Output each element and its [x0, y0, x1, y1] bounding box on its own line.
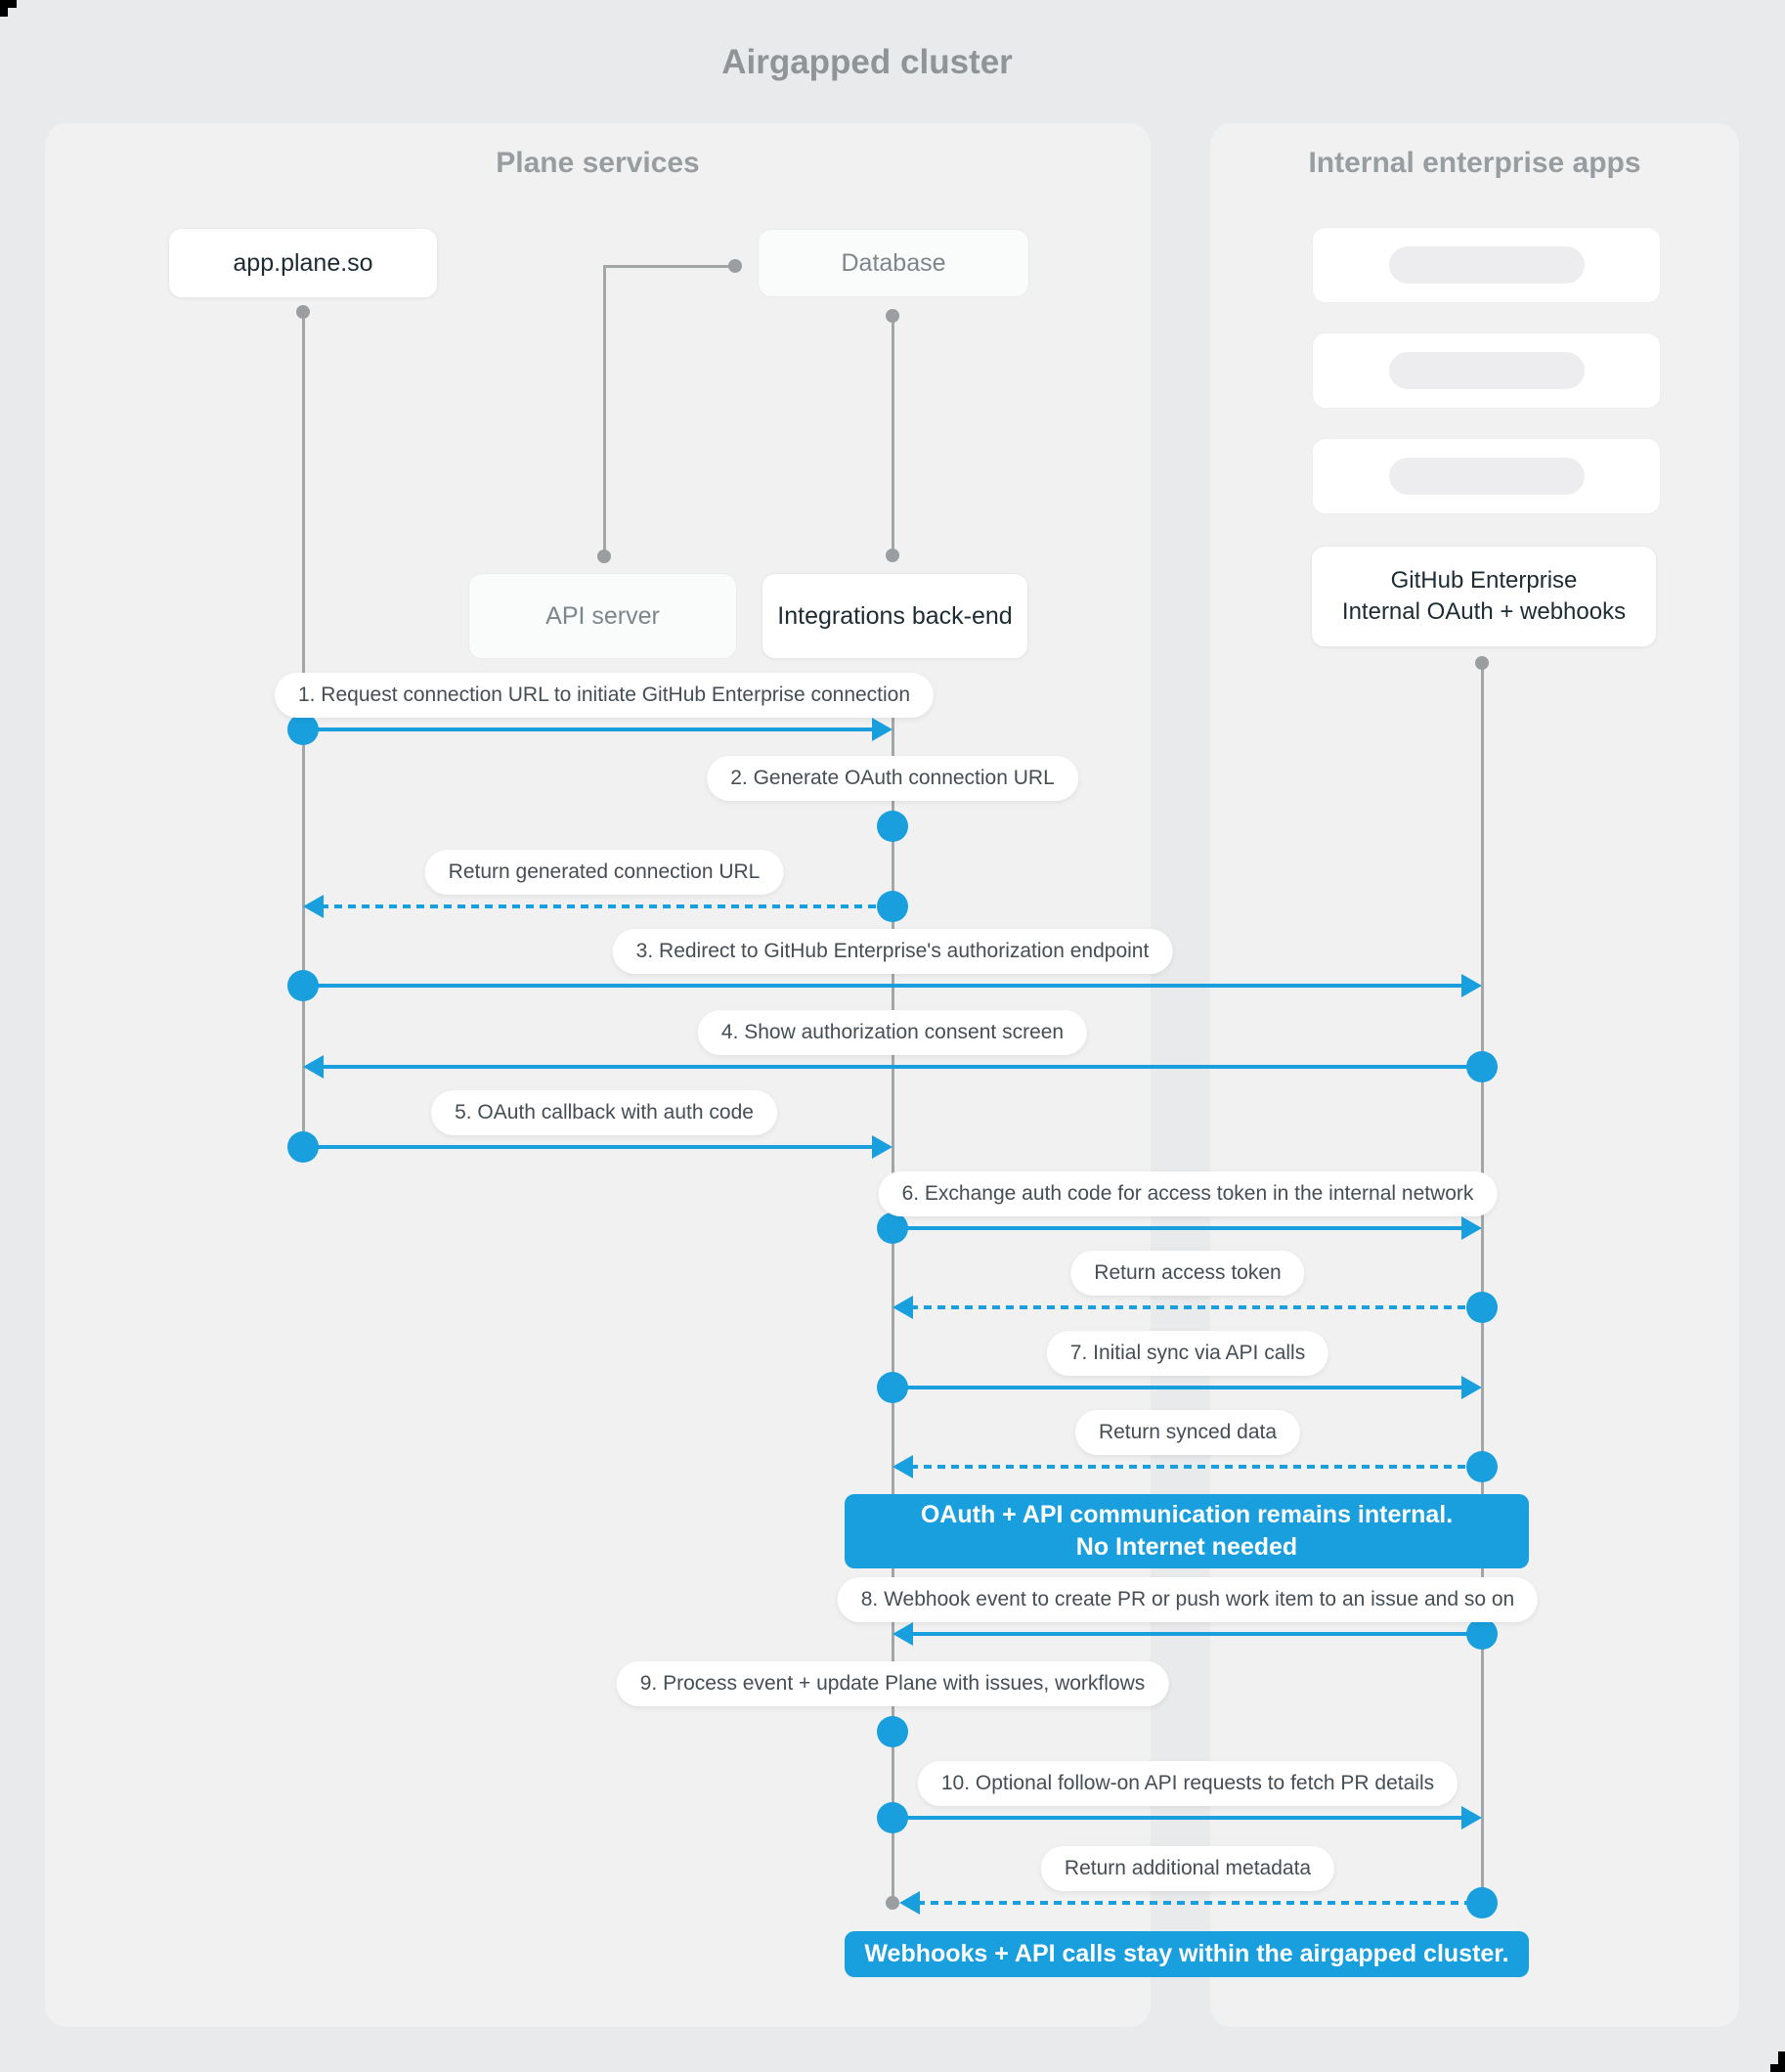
connector-dot [728, 259, 742, 273]
api-elbow-horizontal [603, 265, 734, 268]
actor-label-app-plane-so: app.plane.so [233, 248, 373, 277]
message-origin-dot [1466, 1618, 1498, 1650]
skeleton-text-placeholder [1388, 458, 1585, 495]
message-arrowhead [1461, 1376, 1482, 1399]
integrations-lifeline [892, 680, 894, 1903]
actor-box-api-server: API server [468, 573, 737, 659]
message-label: 1. Request connection URL to initiate Gi… [274, 673, 935, 718]
github-lifeline [1481, 661, 1484, 1903]
message-origin-dot [877, 1372, 908, 1403]
skeleton-card-placeholder-app-2 [1312, 332, 1661, 409]
message-label: Return synced data [1074, 1410, 1301, 1455]
message-label: 10. Optional follow-on API requests to f… [917, 1761, 1458, 1806]
message-arrowhead [1461, 1216, 1482, 1240]
message-origin-dot [877, 1716, 908, 1747]
skeleton-text-placeholder [1388, 352, 1585, 389]
connector-dot [886, 309, 899, 323]
message-arrow-line [303, 984, 1464, 988]
message-origin-dot [287, 714, 319, 745]
message-origin-dot [877, 891, 908, 922]
message-arrow-line [910, 1632, 1482, 1636]
message-arrowhead [303, 895, 324, 918]
message-arrow-line [892, 1386, 1464, 1389]
message-arrow-line [303, 1145, 875, 1149]
message-origin-dot [287, 970, 319, 1001]
message-label: 5. OAuth callback with auth code [431, 1090, 777, 1135]
message-arrowhead [872, 1135, 892, 1159]
message-arrow-line [321, 1065, 1482, 1069]
connector-dot [296, 305, 310, 319]
message-arrow-line [910, 1305, 1482, 1309]
screen-corner-artifact [0, 0, 8, 17]
message-arrow-line [892, 1816, 1464, 1820]
actor-label-integrations-backend: Integrations back-end [777, 601, 1013, 630]
message-arrowhead [892, 1455, 913, 1478]
connector-dot [1475, 656, 1489, 670]
banner-text: Webhooks + API calls stay within the air… [864, 1940, 1509, 1967]
message-arrow-line [892, 1226, 1464, 1230]
connector-dot [597, 550, 611, 563]
message-arrowhead [303, 1055, 324, 1079]
message-label: 4. Show authorization consent screen [697, 1010, 1088, 1055]
message-origin-dot [877, 1802, 908, 1833]
message-arrowhead [899, 1891, 920, 1915]
message-origin-dot [877, 1212, 908, 1244]
actor-label-database: Database [841, 248, 946, 277]
message-arrow-line [303, 727, 875, 731]
actor-box-app-plane-so: app.plane.so [168, 228, 438, 298]
message-arrow-line [917, 1901, 1482, 1905]
banner-text: OAuth + API communication remains intern… [920, 1501, 1454, 1528]
banner-note-2: Webhooks + API calls stay within the air… [845, 1931, 1529, 1977]
message-arrowhead [892, 1296, 913, 1319]
message-label: 8. Webhook event to create PR or push wo… [837, 1577, 1539, 1622]
message-label: 6. Exchange auth code for access token i… [878, 1171, 1498, 1216]
message-label: 9. Process event + update Plane with iss… [616, 1661, 1169, 1706]
panel-heading-plane-services: Plane services [496, 147, 700, 179]
message-origin-dot [877, 811, 908, 842]
skeleton-text-placeholder [1388, 246, 1585, 284]
database-lifeline [892, 314, 894, 557]
message-origin-dot [1466, 1292, 1498, 1323]
message-origin-dot [1466, 1051, 1498, 1082]
banner-text: No Internet needed [1075, 1533, 1298, 1561]
panel-plane-services: Plane services [45, 123, 1151, 2027]
message-label: Return additional metadata [1040, 1846, 1335, 1891]
api-elbow-vertical [603, 266, 606, 556]
message-label: 7. Initial sync via API calls [1046, 1331, 1329, 1376]
message-arrow-line [321, 904, 892, 908]
message-label: 3. Redirect to GitHub Enterprise's autho… [612, 929, 1173, 974]
screen-corner-artifact [1778, 2051, 1785, 2072]
actor-box-database: Database [758, 229, 1029, 297]
message-arrowhead [1461, 974, 1482, 997]
message-arrowhead [892, 1622, 913, 1646]
message-arrow-line [910, 1465, 1482, 1469]
actor-box-integrations-backend: Integrations back-end [762, 573, 1028, 659]
message-origin-dot [1466, 1887, 1498, 1918]
diagram-title: Airgapped cluster [721, 43, 1013, 81]
message-origin-dot [287, 1131, 319, 1163]
message-label: 2. Generate OAuth connection URL [707, 756, 1078, 801]
panel-heading-internal-apps: Internal enterprise apps [1308, 147, 1641, 179]
message-label: Return generated connection URL [424, 850, 784, 895]
connector-dot [886, 549, 899, 562]
message-origin-dot [1466, 1451, 1498, 1482]
skeleton-card-placeholder-app-1 [1312, 227, 1661, 303]
message-label: Return access token [1070, 1251, 1305, 1296]
connector-dot [886, 1896, 899, 1910]
message-arrowhead [1461, 1806, 1482, 1830]
screen-corner-artifact [1770, 2064, 1785, 2072]
banner-note-1: OAuth + API communication remains intern… [845, 1494, 1529, 1568]
message-arrowhead [872, 718, 892, 741]
actor-label-api-server: API server [545, 601, 660, 630]
skeleton-card-placeholder-app-3 [1312, 438, 1661, 514]
screen-corner-artifact [0, 0, 17, 8]
